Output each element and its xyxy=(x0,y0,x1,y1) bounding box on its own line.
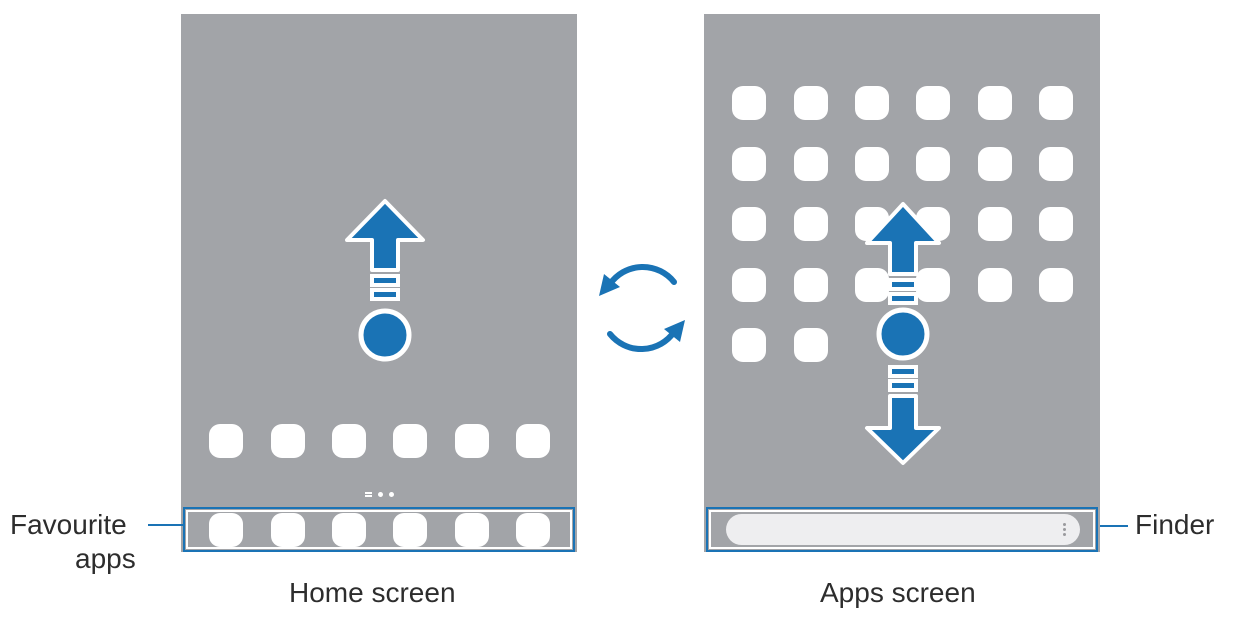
app-icon[interactable] xyxy=(732,328,766,362)
home-screen-caption: Home screen xyxy=(289,577,456,608)
favourite-app-icon[interactable] xyxy=(455,513,489,547)
app-icon[interactable] xyxy=(855,147,889,181)
swipe-up-gesture xyxy=(345,199,425,362)
apps-screen xyxy=(704,14,1100,552)
swipe-up-down-gesture xyxy=(865,202,941,465)
app-icon[interactable] xyxy=(1039,268,1073,302)
page-dot xyxy=(378,492,383,497)
app-icon[interactable] xyxy=(732,207,766,241)
circle-icon xyxy=(876,307,930,361)
app-icon[interactable] xyxy=(1039,207,1073,241)
app-icon[interactable] xyxy=(1039,86,1073,120)
favourite-apps-label-line2: apps xyxy=(75,543,136,574)
more-vert-icon[interactable] xyxy=(1063,523,1066,536)
app-icon[interactable] xyxy=(916,147,950,181)
app-icon[interactable] xyxy=(916,268,950,302)
favourite-app-icon[interactable] xyxy=(271,513,305,547)
app-icon[interactable] xyxy=(516,424,550,458)
app-icon[interactable] xyxy=(732,86,766,120)
circle-icon xyxy=(358,308,412,362)
app-icon[interactable] xyxy=(978,86,1012,120)
app-icon[interactable] xyxy=(209,424,243,458)
favourite-app-icon[interactable] xyxy=(393,513,427,547)
finder-area xyxy=(709,510,1095,549)
apps-screen-caption: Apps screen xyxy=(820,577,976,608)
app-icon[interactable] xyxy=(732,147,766,181)
app-icon[interactable] xyxy=(978,147,1012,181)
favourite-apps-label-line1: Favourite xyxy=(10,509,127,540)
finder-leader-line xyxy=(1100,525,1128,527)
app-icon[interactable] xyxy=(271,424,305,458)
app-icon[interactable] xyxy=(794,268,828,302)
app-icon[interactable] xyxy=(855,86,889,120)
favourite-apps-highlight xyxy=(183,507,575,552)
home-page-indicator xyxy=(365,492,372,497)
app-icon[interactable] xyxy=(455,424,489,458)
arrow-up-icon xyxy=(345,199,425,301)
favourite-app-icon[interactable] xyxy=(332,513,366,547)
favourite-app-icon[interactable] xyxy=(209,513,243,547)
app-icon[interactable] xyxy=(393,424,427,458)
app-icon[interactable] xyxy=(332,424,366,458)
app-icon[interactable] xyxy=(855,268,889,302)
finder-label: Finder xyxy=(1135,509,1215,540)
app-icon[interactable] xyxy=(1039,147,1073,181)
home-screen xyxy=(181,14,577,552)
favourite-app-icon[interactable] xyxy=(516,513,550,547)
finder-search-bar[interactable] xyxy=(726,514,1080,545)
page-dot xyxy=(389,492,394,497)
arrow-down-icon xyxy=(865,365,941,465)
app-icon[interactable] xyxy=(794,86,828,120)
finder-highlight xyxy=(706,507,1098,552)
refresh-icon xyxy=(599,263,685,353)
app-icon[interactable] xyxy=(978,207,1012,241)
favourite-apps-leader-line xyxy=(148,524,184,526)
favourite-apps-dock xyxy=(186,510,572,549)
app-icon[interactable] xyxy=(978,268,1012,302)
app-icon[interactable] xyxy=(732,268,766,302)
arrow-up-icon xyxy=(865,202,941,305)
app-icon[interactable] xyxy=(794,328,828,362)
app-icon[interactable] xyxy=(794,207,828,241)
app-icon[interactable] xyxy=(916,86,950,120)
app-icon[interactable] xyxy=(794,147,828,181)
